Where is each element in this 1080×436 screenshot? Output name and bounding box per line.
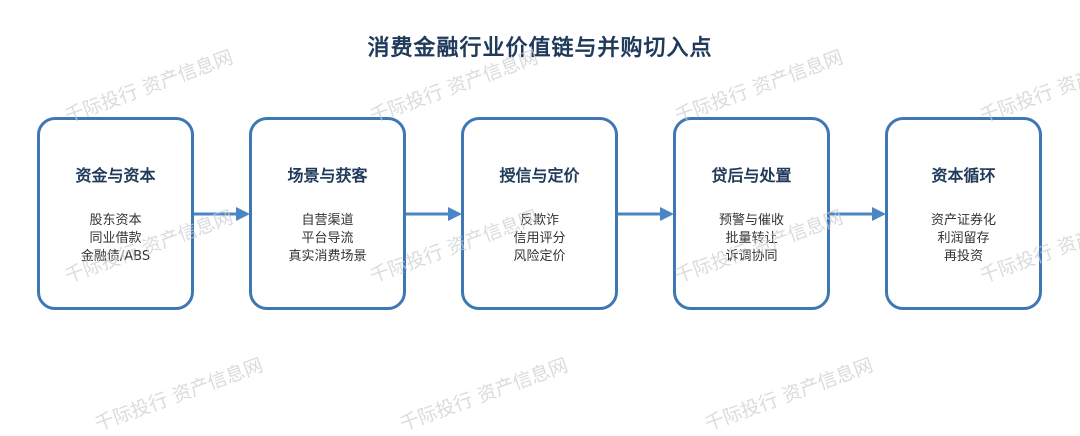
step-line: 平台导流 bbox=[301, 231, 354, 246]
step-line: 批量转让 bbox=[725, 231, 778, 246]
diagram-title: 消费金融行业价值链与并购切入点 bbox=[367, 36, 713, 61]
step-box-funding: 资金与资本 股东资本 同业借款 金融债/ABS bbox=[37, 117, 194, 310]
step-line: 诉调协同 bbox=[725, 249, 778, 264]
step-heading: 资金与资本 bbox=[75, 166, 156, 185]
step-box-acquisition: 场景与获客 自营渠道 平台导流 真实消费场景 bbox=[249, 117, 406, 310]
step-heading: 资本循环 bbox=[931, 166, 996, 185]
step-heading: 授信与定价 bbox=[499, 166, 580, 185]
watermark: 千际投行 资产信息网 bbox=[92, 354, 266, 436]
step-line: 股东资本 bbox=[89, 213, 142, 228]
step-line: 信用评分 bbox=[513, 231, 566, 246]
arrow-right-icon bbox=[830, 207, 886, 221]
step-line: 预警与催收 bbox=[718, 213, 784, 228]
step-line: 自营渠道 bbox=[301, 213, 354, 228]
step-line: 同业借款 bbox=[89, 231, 142, 246]
step-heading: 场景与获客 bbox=[287, 166, 368, 185]
step-line: 风险定价 bbox=[513, 249, 566, 264]
step-line: 金融债/ABS bbox=[80, 249, 151, 264]
watermark: 千际投行 资产信息网 bbox=[397, 354, 571, 436]
arrow-right-icon bbox=[618, 207, 674, 221]
step-line: 利润留存 bbox=[937, 231, 990, 246]
step-box-capital-cycle: 资本循环 资产证券化 利润留存 再投资 bbox=[885, 117, 1042, 310]
step-line: 反欺诈 bbox=[519, 213, 559, 228]
watermark: 千际投行 资产信息网 bbox=[702, 354, 876, 436]
step-heading: 贷后与处置 bbox=[711, 166, 792, 185]
step-line: 真实消费场景 bbox=[288, 249, 367, 264]
step-box-post-loan: 贷后与处置 预警与催收 批量转让 诉调协同 bbox=[673, 117, 830, 310]
step-line: 资产证券化 bbox=[930, 213, 996, 228]
step-box-credit: 授信与定价 反欺诈 信用评分 风险定价 bbox=[461, 117, 618, 310]
step-line: 再投资 bbox=[943, 249, 983, 264]
arrow-right-icon bbox=[194, 207, 250, 221]
arrow-right-icon bbox=[406, 207, 462, 221]
